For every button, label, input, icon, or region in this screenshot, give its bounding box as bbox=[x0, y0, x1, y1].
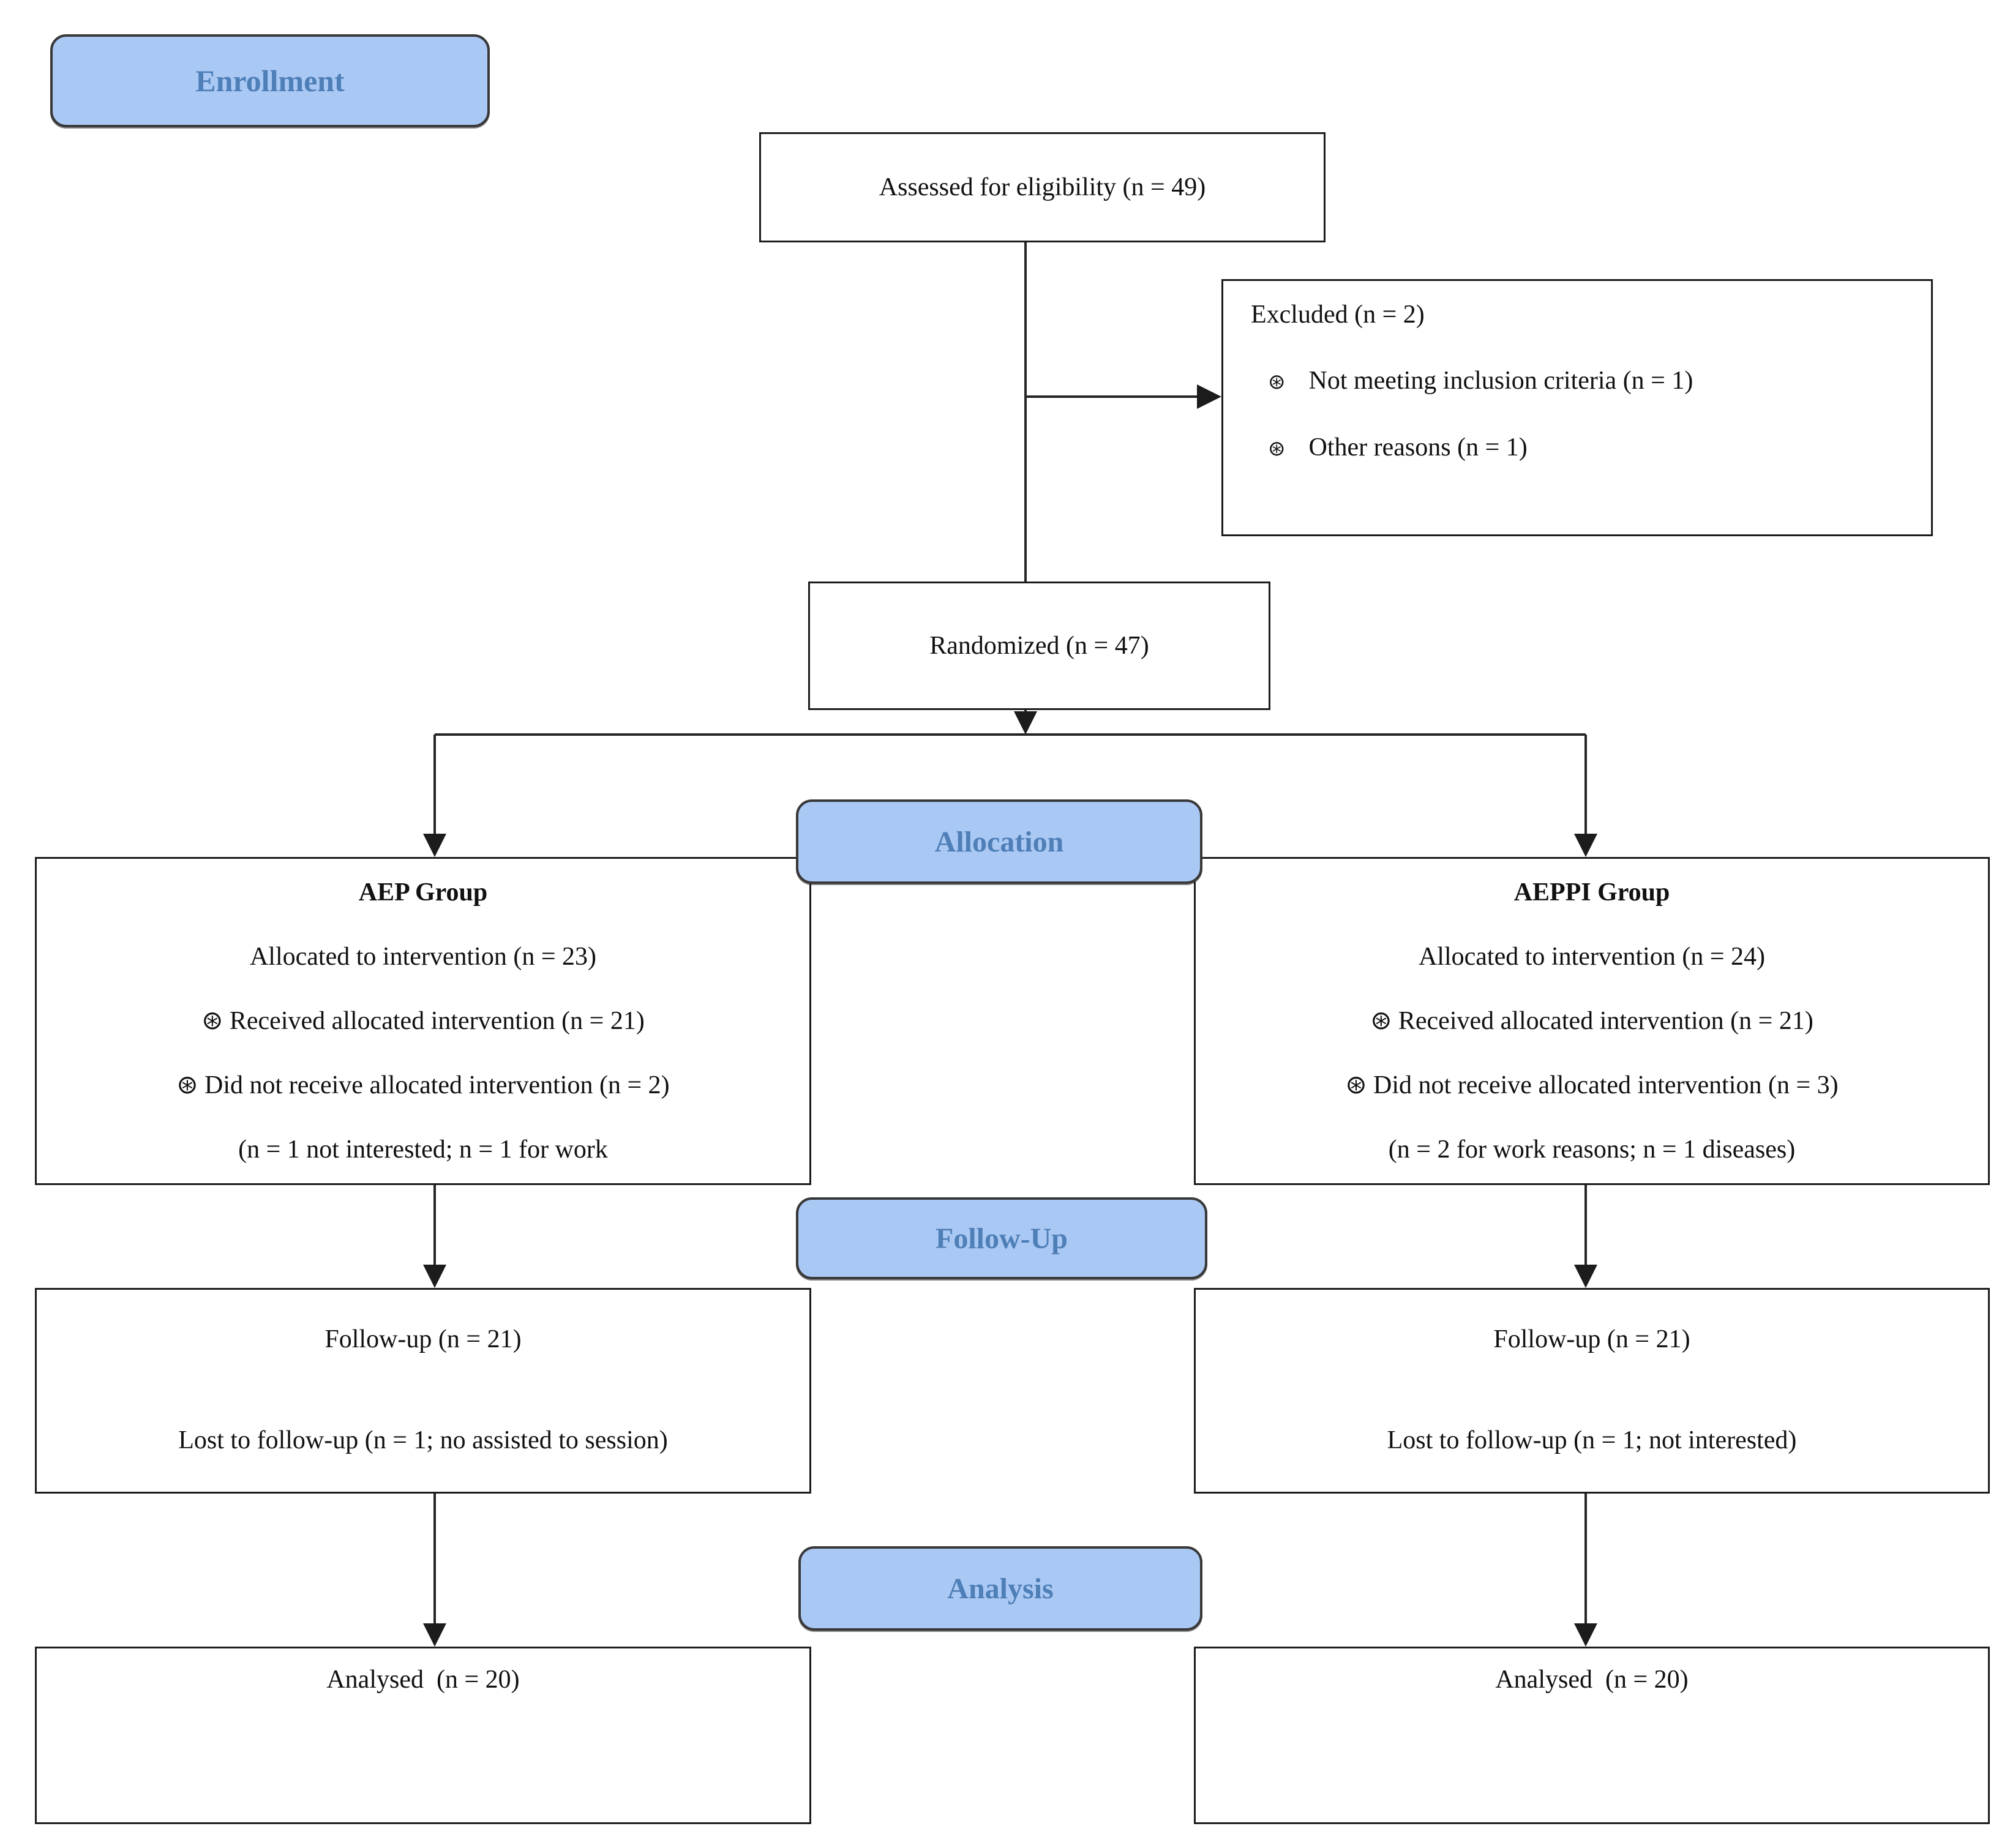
arrowhead-aeppi bbox=[1574, 834, 1597, 857]
randomized-box: Randomized (n = 47) bbox=[808, 582, 1270, 710]
aeppi-group-line: ⊛ Received allocated intervention (n = 2… bbox=[1370, 1006, 1813, 1035]
excluded-title: Excluded (n = 2) bbox=[1251, 301, 1425, 329]
aep-group-box: AEP Group Allocated to intervention (n =… bbox=[35, 857, 811, 1185]
aep-group-title: AEP Group bbox=[358, 878, 488, 907]
analysed-right-text: Analysed (n = 20) bbox=[1495, 1666, 1689, 1694]
aeppi-group-box: AEPPI Group Allocated to intervention (n… bbox=[1194, 857, 1990, 1185]
aep-group-line: Allocated to intervention (n = 23) bbox=[249, 942, 597, 971]
excluded-item: ⊛ Other reasons (n = 1) bbox=[1251, 432, 1913, 463]
followup-right-box: Follow-up (n = 21) Lost to follow-up (n … bbox=[1194, 1288, 1990, 1494]
excluded-item-text: Other reasons (n = 1) bbox=[1308, 433, 1528, 462]
arrowhead-analysed-left bbox=[423, 1623, 446, 1647]
bullet-icon: ⊛ bbox=[1268, 437, 1286, 460]
analysed-left-box: Analysed (n = 20) bbox=[35, 1647, 811, 1824]
randomized-text: Randomized (n = 47) bbox=[929, 631, 1149, 660]
arrowhead-followup-left bbox=[423, 1265, 446, 1288]
stage-badge-allocation: Allocation bbox=[796, 799, 1202, 884]
aeppi-group-line: (n = 2 for work reasons; n = 1 diseases) bbox=[1388, 1135, 1796, 1164]
excluded-item-text: Not meeting inclusion criteria (n = 1) bbox=[1308, 367, 1693, 395]
aeppi-group-title: AEPPI Group bbox=[1513, 878, 1670, 907]
excluded-box: Excluded (n = 2) ⊛ Not meeting inclusion… bbox=[1221, 279, 1933, 536]
followup-right-line2: Lost to follow-up (n = 1; not interested… bbox=[1387, 1426, 1797, 1455]
assessed-text: Assessed for eligibility (n = 49) bbox=[879, 173, 1206, 201]
arrowhead-aep bbox=[423, 834, 446, 857]
stage-badge-analysis: Analysis bbox=[798, 1546, 1202, 1631]
analysed-left-text: Analysed (n = 20) bbox=[326, 1666, 520, 1694]
followup-right-line1: Follow-up (n = 21) bbox=[1493, 1325, 1690, 1353]
aep-group-line: (n = 1 not interested; n = 1 for work bbox=[238, 1135, 608, 1164]
excluded-item: ⊛ Not meeting inclusion criteria (n = 1) bbox=[1251, 365, 1913, 396]
arrowhead-excluded bbox=[1197, 384, 1221, 409]
bullet-icon: ⊛ bbox=[1268, 371, 1286, 394]
arrowhead-split-junction bbox=[1014, 711, 1037, 735]
aep-group-line: ⊛ Did not receive allocated intervention… bbox=[176, 1071, 670, 1099]
arrowhead-analysed-right bbox=[1574, 1623, 1597, 1647]
arrowhead-followup-right bbox=[1574, 1265, 1597, 1288]
assessed-box: Assessed for eligibility (n = 49) bbox=[759, 132, 1326, 242]
followup-left-line2: Lost to follow-up (n = 1; no assisted to… bbox=[178, 1426, 668, 1455]
stage-badge-followup: Follow-Up bbox=[796, 1197, 1207, 1279]
stage-badge-enrollment: Enrollment bbox=[50, 34, 490, 127]
aep-group-line: ⊛ Received allocated intervention (n = 2… bbox=[201, 1006, 645, 1035]
analysed-right-box: Analysed (n = 20) bbox=[1194, 1647, 1990, 1824]
followup-left-box: Follow-up (n = 21) Lost to follow-up (n … bbox=[35, 1288, 811, 1494]
followup-left-line1: Follow-up (n = 21) bbox=[324, 1325, 522, 1353]
aeppi-group-line: Allocated to intervention (n = 24) bbox=[1418, 942, 1766, 971]
aeppi-group-line: ⊛ Did not receive allocated intervention… bbox=[1345, 1071, 1839, 1099]
